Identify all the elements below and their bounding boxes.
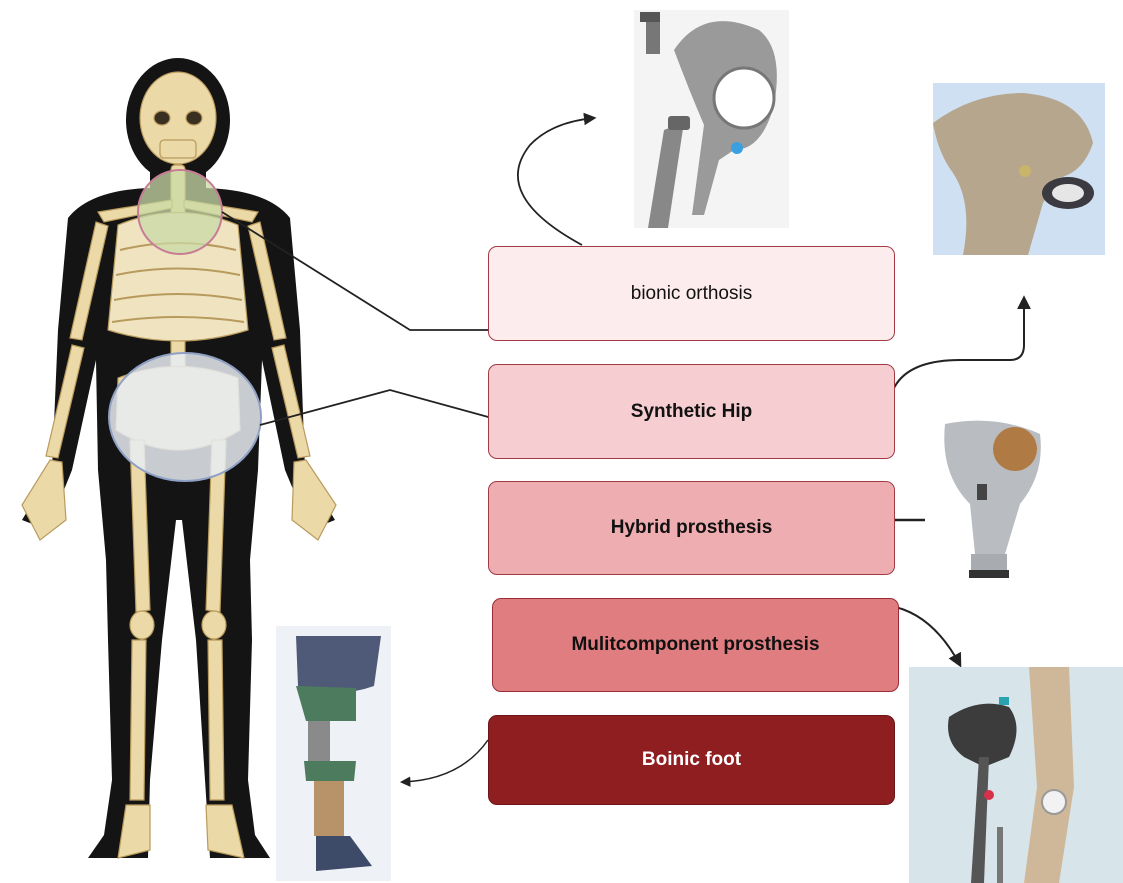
foot-to-image-arrow [402,740,488,782]
box-label: Mulitcomponent prosthesis [571,634,819,656]
orthosis-implant-image [634,10,789,228]
hip-to-synthetic-hip-line [260,390,510,425]
synthetic-hip-to-image-arrow [888,298,1024,415]
bionic-orthosis-box: bionic orthosis [488,246,895,341]
hybrid-prosthesis-box: Hybrid prosthesis [488,481,895,575]
hybrid-prosthesis-image [925,414,1055,594]
bionic-foot-image [276,626,391,881]
box-label: bionic orthosis [631,283,752,305]
neck-to-orthosis-line [222,212,510,330]
box-label: Synthetic Hip [631,401,752,423]
orthosis-to-image-arrow [518,118,594,245]
box-label: Boinic foot [642,749,741,771]
bionic-foot-box: Boinic foot [488,715,895,805]
multicomponent-prosthesis-image [909,667,1123,883]
multicomponent-prosthesis-box: Mulitcomponent prosthesis [492,598,899,692]
synthetic-hip-image [933,83,1105,255]
synthetic-hip-box: Synthetic Hip [488,364,895,459]
box-label: Hybrid prosthesis [611,517,773,539]
